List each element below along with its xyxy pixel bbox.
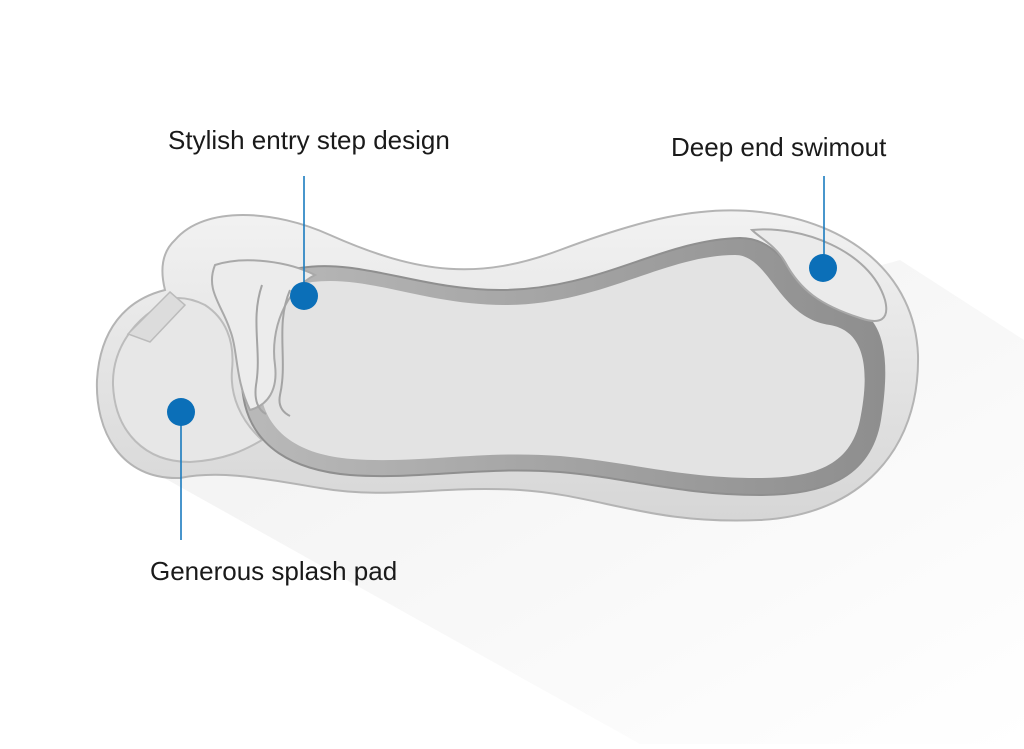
entry-step-3: [278, 289, 291, 417]
callout-marker-entry: [290, 282, 318, 310]
callout-marker-splash: [167, 398, 195, 426]
callout-marker-swimout: [809, 254, 837, 282]
entry-step-1: [210, 259, 318, 412]
callout-label-splash-pad: Generous splash pad: [150, 556, 398, 586]
callout-label-deep-end: Deep end swimout: [671, 132, 887, 162]
callout-label-entry-step: Stylish entry step design: [168, 125, 450, 155]
splash-pad-notch: [126, 290, 187, 343]
entry-step-2: [254, 284, 267, 415]
pool-floor: [259, 255, 865, 478]
